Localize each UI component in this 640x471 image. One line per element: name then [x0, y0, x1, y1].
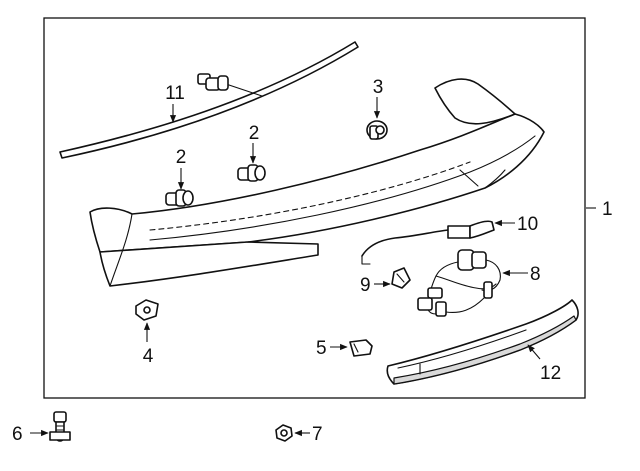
part-8-harness[interactable] — [417, 249, 501, 317]
part-10-harness[interactable] — [361, 220, 495, 265]
part-3-fastener[interactable] — [366, 120, 388, 140]
callout-5: 5 — [316, 338, 327, 359]
callout-8: 8 — [530, 264, 541, 285]
callout-9: 9 — [360, 275, 371, 296]
callout-labels: 1 11 2 2 3 4 5 6 7 8 9 10 12 — [12, 77, 613, 445]
leader-lines — [30, 97, 596, 437]
part-11-molding-strip[interactable] — [59, 41, 359, 159]
part-9-clip[interactable] — [391, 267, 411, 289]
part-1-spoiler[interactable] — [89, 78, 545, 287]
callout-12: 12 — [540, 363, 561, 384]
callout-7: 7 — [312, 424, 323, 445]
part-2-clip-right[interactable] — [237, 164, 266, 182]
part-6-bolt[interactable] — [49, 411, 71, 442]
callout-2-left: 2 — [176, 147, 187, 168]
callout-10: 10 — [517, 214, 538, 235]
assembly-frame — [43, 17, 586, 399]
callout-4: 4 — [143, 346, 154, 367]
callout-1: 1 — [602, 199, 613, 220]
part-5-clip[interactable] — [349, 339, 373, 357]
part-12-lamp[interactable] — [386, 299, 579, 385]
part-11-connector[interactable] — [197, 73, 263, 97]
callout-6: 6 — [12, 424, 23, 445]
callout-3: 3 — [373, 77, 384, 98]
callout-2-right: 2 — [249, 123, 260, 144]
callout-11: 11 — [165, 83, 185, 104]
part-7-nut[interactable] — [275, 424, 293, 442]
part-4-nut[interactable] — [135, 299, 159, 321]
part-2-clip-left[interactable] — [165, 189, 194, 207]
